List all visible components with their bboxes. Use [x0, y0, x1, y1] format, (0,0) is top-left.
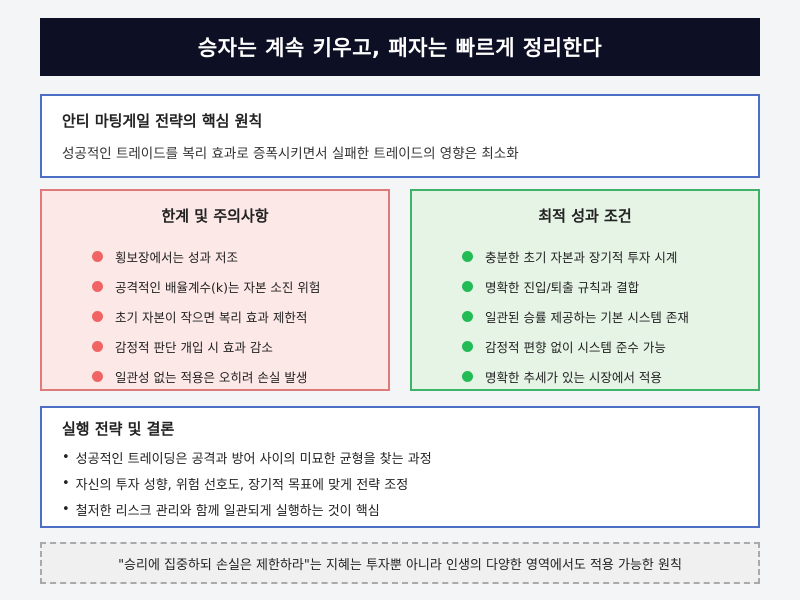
- strategy-item-text: 성공적인 트레이딩은 공격과 방어 사이의 미묘한 균형을 찾는 과정: [75, 451, 432, 467]
- core-principle-box: 안티 마팅게일 전략의 핵심 원칙 성공적인 트레이드를 복리 효과로 증폭시키…: [40, 94, 760, 178]
- strategy-item-text: 자신의 투자 성향, 위험 선호도, 장기적 목표에 맞게 전략 조정: [75, 477, 409, 493]
- optimal-item: 감정적 편향 없이 시스템 준수 가능: [462, 331, 689, 361]
- strategy-box: 실행 전략 및 결론 • 성공적인 트레이딩은 공격과 방어 사이의 미묘한 균형…: [40, 406, 760, 528]
- limits-panel: 한계 및 주의사항 횡보장에서는 성과 저조 공격적인 배율계수(k)는 자본 …: [40, 189, 390, 391]
- optimal-conditions-panel: 최적 성과 조건 충분한 초기 자본과 장기적 투자 시계 명확한 진입/퇴출 …: [410, 189, 760, 391]
- red-dot-icon: [92, 370, 103, 382]
- green-dot-icon: [462, 340, 473, 352]
- optimal-item-text: 일관된 승률 제공하는 기본 시스템 존재: [485, 309, 689, 325]
- core-principle-text: 성공적인 트레이드를 복리 효과로 증폭시키면서 실패한 트레이드의 영향은 최…: [62, 146, 519, 162]
- optimal-item: 명확한 진입/퇴출 규칙과 결합: [462, 271, 689, 301]
- limits-item-text: 횡보장에서는 성과 저조: [115, 249, 238, 265]
- optimal-item: 충분한 초기 자본과 장기적 투자 시계: [462, 241, 689, 271]
- limits-item: 횡보장에서는 성과 저조: [92, 241, 320, 271]
- limits-item-text: 감정적 판단 개입 시 효과 감소: [115, 339, 273, 355]
- limits-item: 일관성 없는 적용은 오히려 손실 발생: [92, 361, 320, 391]
- limits-item-text: 공격적인 배율계수(k)는 자본 소진 위험: [115, 279, 321, 295]
- green-dot-icon: [462, 250, 473, 262]
- red-dot-icon: [92, 250, 103, 262]
- limits-item: 감정적 판단 개입 시 효과 감소: [92, 331, 320, 361]
- strategy-list: • 성공적인 트레이딩은 공격과 방어 사이의 미묘한 균형을 찾는 과정 • 자신…: [62, 444, 432, 522]
- limits-heading: 한계 및 주의사항: [161, 207, 269, 225]
- strategy-item: • 자신의 투자 성향, 위험 선호도, 장기적 목표에 맞게 전략 조정: [62, 470, 432, 496]
- strategy-item: • 철저한 리스크 관리와 함께 일관되게 실행하는 것이 핵심: [62, 496, 432, 522]
- green-dot-icon: [462, 370, 473, 382]
- optimal-list: 충분한 초기 자본과 장기적 투자 시계 명확한 진입/퇴출 규칙과 결합 일관…: [462, 241, 689, 391]
- bullet-icon: •: [62, 475, 70, 491]
- limits-item-text: 일관성 없는 적용은 오히려 손실 발생: [115, 369, 308, 385]
- green-dot-icon: [462, 310, 473, 322]
- limits-list: 횡보장에서는 성과 저조 공격적인 배율계수(k)는 자본 소진 위험 초기 자…: [92, 241, 320, 391]
- optimal-item-text: 감정적 편향 없이 시스템 준수 가능: [485, 339, 666, 355]
- bullet-icon: •: [62, 449, 70, 465]
- strategy-item-text: 철저한 리스크 관리와 함께 일관되게 실행하는 것이 핵심: [75, 503, 380, 519]
- optimal-heading: 최적 성과 조건: [538, 207, 632, 225]
- limits-item: 초기 자본이 작으면 복리 효과 제한적: [92, 301, 320, 331]
- red-dot-icon: [92, 340, 103, 352]
- red-dot-icon: [92, 280, 103, 292]
- core-principle-heading: 안티 마팅게일 전략의 핵심 원칙: [62, 112, 263, 130]
- strategy-heading: 실행 전략 및 결론: [62, 420, 175, 438]
- limits-item: 공격적인 배율계수(k)는 자본 소진 위험: [92, 271, 320, 301]
- optimal-item-text: 명확한 추세가 있는 시장에서 적용: [485, 369, 662, 385]
- bullet-icon: •: [62, 501, 70, 517]
- red-dot-icon: [92, 310, 103, 322]
- optimal-item: 일관된 승률 제공하는 기본 시스템 존재: [462, 301, 689, 331]
- limits-item-text: 초기 자본이 작으면 복리 효과 제한적: [115, 309, 308, 325]
- green-dot-icon: [462, 280, 473, 292]
- strategy-item: • 성공적인 트레이딩은 공격과 방어 사이의 미묘한 균형을 찾는 과정: [62, 444, 432, 470]
- optimal-item-text: 충분한 초기 자본과 장기적 투자 시계: [485, 249, 678, 265]
- page-title: 승자는 계속 키우고, 패자는 빠르게 정리한다: [40, 18, 760, 76]
- closing-quote: "승리에 집중하되 손실은 제한하라"는 지혜는 투자뿐 아니라 인생의 다양한…: [40, 542, 760, 584]
- optimal-item-text: 명확한 진입/퇴출 규칙과 결합: [485, 279, 640, 295]
- optimal-item: 명확한 추세가 있는 시장에서 적용: [462, 361, 689, 391]
